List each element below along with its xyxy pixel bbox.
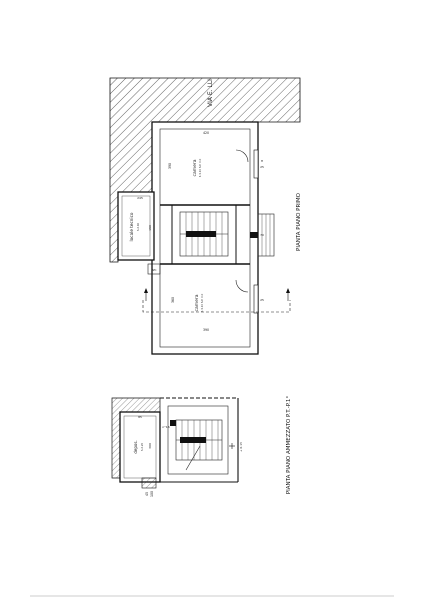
room-name-camera-top: camera [192, 159, 198, 176]
staircase-primo [179, 211, 229, 257]
room-locale-tecnico [117, 191, 155, 261]
north-arrow-icon [144, 288, 148, 301]
vano-dim: 70 [260, 233, 264, 237]
dim-locale-tecnico-b: 190 [148, 225, 152, 231]
level-marker-icon [229, 443, 235, 449]
room-name-camera-bottom: camera [194, 294, 200, 311]
door-opening-ammezzato [141, 477, 157, 489]
dim-camera-bottom-b: 360 [171, 297, 175, 303]
room-spec-camera-top: h 3.10 S.P. 0.0 [198, 158, 202, 177]
dim-locale-tecnico-a: 245 [137, 196, 143, 200]
room-deposito-inner [123, 415, 157, 479]
dim-camera-top-a: 420 [203, 131, 209, 135]
title-ammezzato: PIANTA PIANO AMMEZZATO P.T.-P.1° [286, 396, 292, 495]
room-spec-locale-tecnico: h 2.40 [136, 223, 140, 232]
door-swing-bottom [235, 279, 249, 293]
plan-piano-primo: VIA E. LLI PIANTA PIANO PRIMO camera h 3… [109, 77, 302, 355]
room-name-locale-tecnico: locale tecnico [129, 212, 134, 241]
section-line [142, 300, 291, 313]
dim-door-b: 100 [150, 491, 154, 497]
dim-door-a: 45 [145, 492, 149, 496]
room-name-deposito: depos. [133, 440, 138, 453]
room-spec-camera-bottom: h 3.10 S.P. 0.0 [200, 293, 204, 312]
wall-ammezzato-frame [167, 405, 229, 475]
room-spec-deposito: h 2.20 [140, 443, 144, 452]
dim-camera-bottom-a: 390 [203, 328, 209, 332]
window-top [253, 149, 259, 179]
wc-box [147, 263, 161, 275]
outer-wall [151, 121, 259, 355]
room-locale-tecnico-inner [121, 195, 151, 257]
room-deposito [119, 411, 161, 483]
title-primo: PIANTA PIANO PRIMO [296, 192, 302, 251]
window-bottom [253, 284, 259, 314]
dim-camera-top-b: 390 [168, 163, 172, 169]
plan-piano-ammezzato: PIANTA PIANO AMMEZZATO P.T.-P.1° depos. … [111, 396, 292, 497]
street-label: VIA E. LLI [207, 79, 214, 107]
balcony-stair [250, 213, 275, 257]
wc-label: WC [151, 268, 156, 272]
level-label: + 0.15 [239, 442, 243, 452]
h-tag: H [261, 159, 263, 163]
door-dim-2: 25 [260, 298, 264, 302]
door-dim-1: 25 [260, 165, 264, 169]
north-arrow-icon [286, 288, 290, 301]
stair-note: n°16 [162, 425, 169, 429]
dim-deposito-a: 300 [148, 443, 152, 449]
staircase-ammezzato [170, 419, 223, 471]
dim-deposito-b: 85 [138, 415, 142, 419]
door-swing-top [235, 149, 249, 163]
